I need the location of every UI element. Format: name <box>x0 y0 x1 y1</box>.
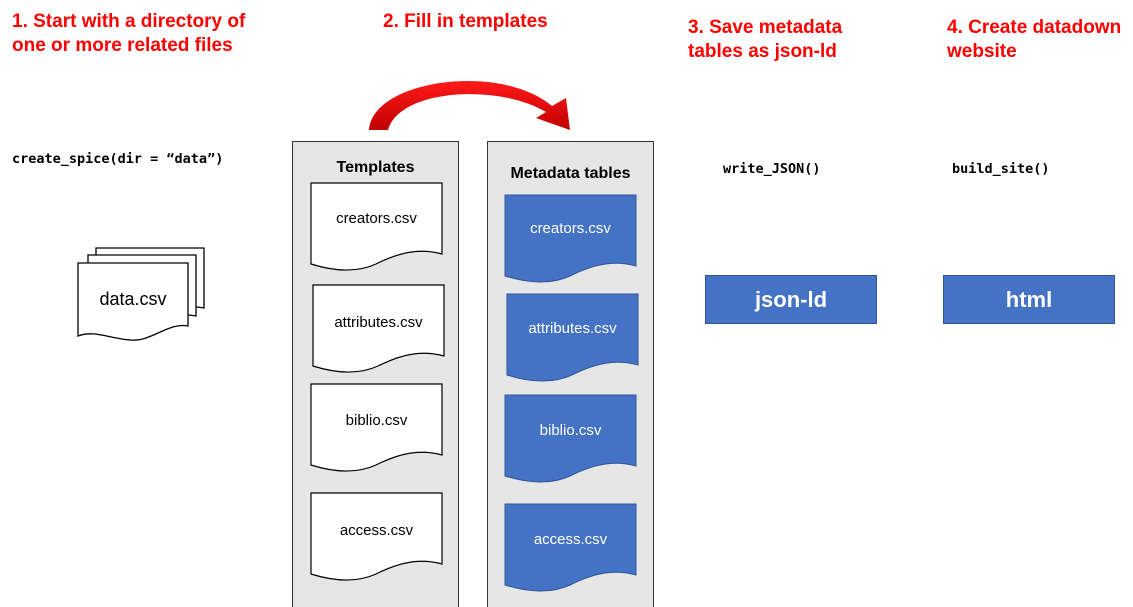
document-icon <box>506 293 639 382</box>
step-3-line-2: tables as json-ld <box>688 41 837 62</box>
write-json-code: write_JSON() <box>723 161 821 177</box>
template-label: creators.csv <box>336 210 417 227</box>
fill-arrow <box>369 81 570 130</box>
document-icon <box>310 383 443 472</box>
templates-title: Templates <box>336 159 415 176</box>
metadata-label: access.csv <box>533 531 608 548</box>
step-2-line-1: 2. Fill in templates <box>383 11 548 32</box>
metadata-access[interactable]: access.csv <box>504 503 637 595</box>
metadata-attributes[interactable]: attributes.csv <box>506 293 639 385</box>
metadata-tables-panel: Metadata tables creators.csv attributes.… <box>487 141 654 607</box>
document-icon <box>504 503 637 592</box>
template-biblio[interactable]: biblio.csv <box>310 383 443 475</box>
step-1-line-2: one or more related files <box>12 35 233 56</box>
data-file-stack: data.csv <box>74 246 206 342</box>
metadata-biblio[interactable]: biblio.csv <box>504 394 637 486</box>
metadata-label: biblio.csv <box>539 422 602 439</box>
step-3-line-1: 3. Save metadata <box>688 17 843 38</box>
document-icon <box>504 394 637 483</box>
metadata-label: creators.csv <box>530 220 611 237</box>
template-creators[interactable]: creators.csv <box>310 182 443 274</box>
template-access[interactable]: access.csv <box>310 492 443 584</box>
step-4-title: 4. Create datadown website <box>947 16 1121 64</box>
document-icon <box>504 194 637 283</box>
document-icon <box>312 284 445 373</box>
template-attributes[interactable]: attributes.csv <box>312 284 445 376</box>
document-icon <box>310 492 443 581</box>
stacked-document-icon <box>77 247 205 341</box>
metadata-label: attributes.csv <box>528 320 617 337</box>
create-spice-code: create_spice(dir = “data”) <box>12 151 224 167</box>
build-site-code: build_site() <box>952 161 1050 177</box>
step-1-title: 1. Start with a directory of one or more… <box>12 10 245 58</box>
step-4-line-2: website <box>947 41 1017 62</box>
step-2-title: 2. Fill in templates <box>383 10 548 34</box>
document-icon <box>310 182 443 271</box>
step-3-title: 3. Save metadata tables as json-ld <box>688 16 842 64</box>
templates-panel: Templates creators.csv attributes.csv bi… <box>292 141 459 607</box>
json-ld-output[interactable]: json-ld <box>705 275 877 324</box>
step-1-line-1: 1. Start with a directory of <box>12 11 246 32</box>
template-label: access.csv <box>339 522 414 539</box>
metadata-tables-title: Metadata tables <box>510 165 631 182</box>
template-label: biblio.csv <box>345 412 408 429</box>
template-label: attributes.csv <box>334 314 423 331</box>
metadata-creators[interactable]: creators.csv <box>504 194 637 286</box>
step-4-line-1: 4. Create datadown <box>947 17 1122 38</box>
data-file-label: data.csv <box>99 289 167 309</box>
html-output[interactable]: html <box>943 275 1115 324</box>
